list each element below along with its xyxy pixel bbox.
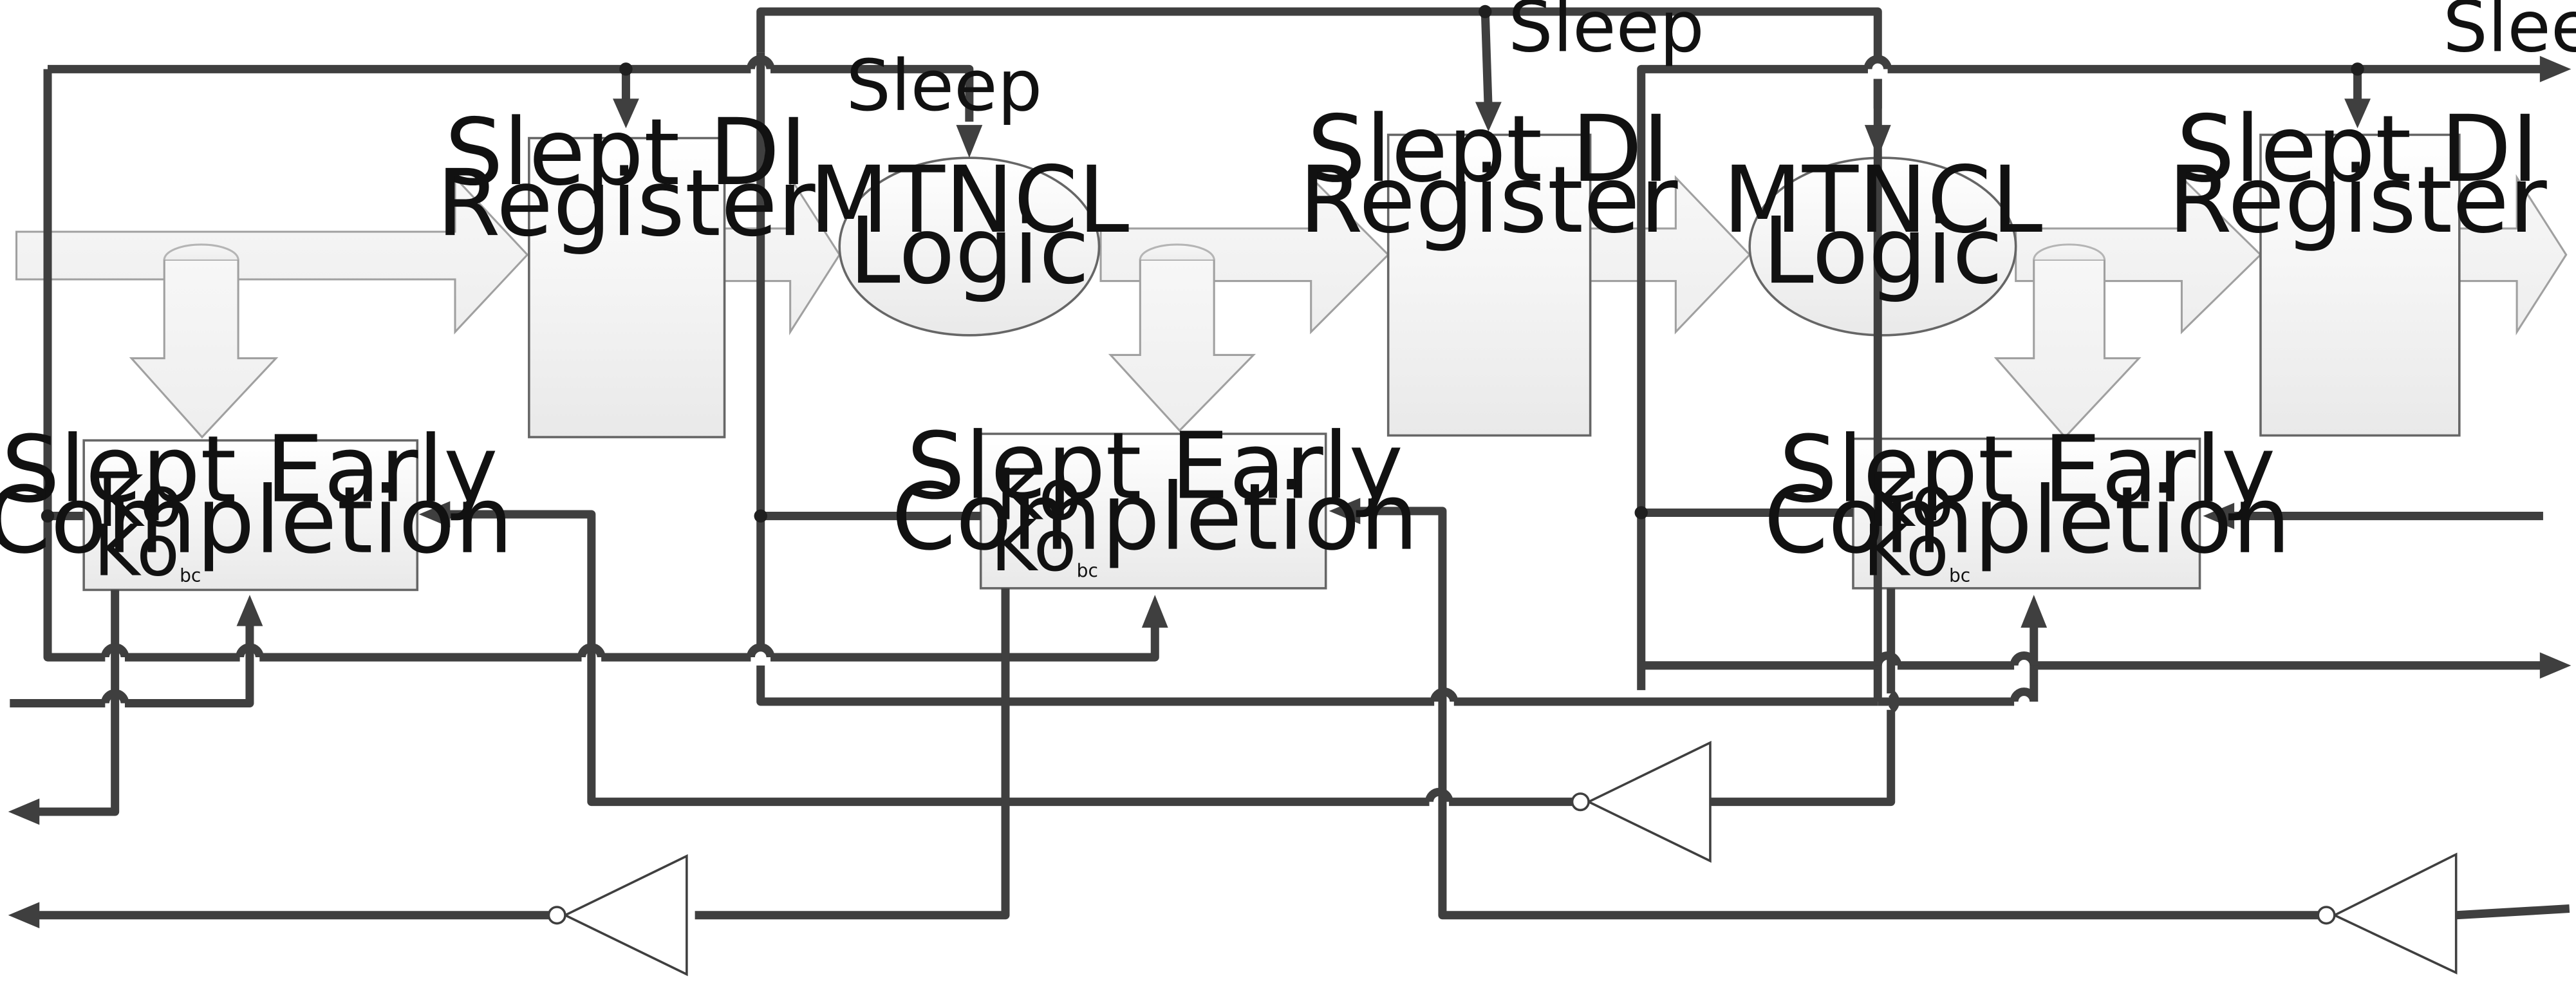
completion-3-port-kobc: Kobc [1863, 509, 1970, 592]
wire-left-loop [43, 69, 1159, 662]
register-2-line2: Register [1299, 146, 1678, 254]
arrow-bottom-out [8, 902, 40, 929]
register-1 [528, 136, 726, 438]
blocks [82, 133, 2461, 592]
register-3-line1: Slept DI [2176, 95, 2539, 203]
arrow-comp3-in [2203, 503, 2235, 529]
completion-1-line1: Slept Early [1, 416, 498, 523]
arrow-comp2-in [1329, 498, 1361, 525]
data-bus [15, 174, 2568, 439]
completion-3 [1852, 437, 2201, 590]
wire-sleep-right [1637, 64, 2547, 691]
bus-arrow-reg2-to-logic2 [1589, 174, 1751, 335]
arrowheads [8, 55, 2571, 929]
bus-arrow-logic1-to-reg2 [1099, 175, 1390, 335]
wire-kobc3 [1710, 588, 1896, 807]
inverter-mid-bubble [1571, 792, 1590, 812]
logic-1-line2: Logic [849, 197, 1090, 304]
wire-comp2-in [1350, 507, 2319, 920]
bus-tap-1-ellipse [163, 243, 239, 260]
register-3 [2259, 133, 2461, 437]
wires [10, 7, 2570, 920]
arrow-logic1-sleep [956, 125, 983, 158]
register-labels: Slept DI Register Slept DI Register Slep… [436, 95, 2547, 257]
completion-3-port-ko: Ko [1868, 460, 1954, 543]
bus-arrow-reg1-to-logic1 [723, 174, 841, 335]
completion-2 [979, 433, 1327, 590]
register-2 [1386, 133, 1592, 437]
wire-kobc2-out [695, 588, 1010, 920]
completion-2-port-kobc: Kobc [991, 505, 1098, 587]
completion-2-port-ko: Ko [996, 454, 1082, 536]
logic-2-line2: Logic [1762, 197, 2003, 304]
arrow-reg3-sleep [2344, 98, 2371, 129]
wire-crossings [100, 55, 2039, 803]
wire-sleep-left [48, 64, 974, 122]
logic-2 [1748, 156, 2017, 337]
completion-1-port-kobc: Kobc [93, 509, 201, 592]
wire-sleep-reg2-drop [1480, 11, 1493, 112]
arrow-sleep-out [2539, 55, 2571, 82]
wire-kobc1-out [33, 590, 120, 816]
wire-bottom-right-in [2456, 904, 2570, 920]
sleep-labels: Sleep Sleep Sleep [846, 0, 2576, 127]
inverter-bottom-right [2331, 852, 2458, 975]
arrow-comp2-up [1141, 595, 1168, 628]
sleep-label-3: Sleep [2443, 0, 2576, 68]
arrow-right-out [2539, 652, 2571, 679]
completion-3-line1: Slept Early [1779, 416, 2275, 523]
arrow-comp3-up [2021, 595, 2048, 628]
bus-tap-1 [129, 258, 279, 439]
inverters [547, 740, 2458, 976]
arrow-comp1-in [418, 501, 451, 528]
sleep-label-1: Sleep [846, 44, 1042, 127]
wire-comp1-in [442, 510, 1573, 807]
wire-mid-loop-cross [1878, 614, 2039, 706]
completion-2-line1: Slept Early [907, 412, 1403, 519]
bus-tap-3-ellipse [2033, 243, 2106, 260]
arrow-logic2-sleep [1864, 125, 1891, 158]
completion-2-line2: Completion [891, 463, 1419, 571]
logic-2-line1: MTNCL [1722, 146, 2042, 254]
completion-3-line2: Completion [1764, 467, 2291, 574]
junction-dots [41, 5, 2364, 523]
arrow-kobc1-out [8, 798, 40, 825]
wire-mid-loop [756, 52, 1882, 706]
register-1-line2: Register [436, 149, 816, 257]
completion-1 [82, 439, 419, 592]
sleep-label-2: Sleep [1508, 0, 1704, 68]
inverter-bottom-right-bubble [2317, 906, 2336, 925]
arrow-reg2-sleep [1475, 102, 1502, 132]
logic-1-line1: MTNCL [809, 146, 1129, 254]
bus-arrow-output [2458, 174, 2568, 335]
bus-arrow-input [15, 174, 529, 335]
register-2-line1: Slept DI [1307, 95, 1670, 203]
inverter-mid [1585, 740, 1712, 863]
bus-tap-3 [1993, 258, 2142, 439]
bus-tap-2 [1108, 258, 1256, 433]
inverter-bottom-left-bubble [547, 906, 566, 925]
inverter-bottom-left [562, 854, 688, 976]
arrow-reg1-sleep [613, 98, 639, 129]
register-3-line2: Register [2168, 146, 2547, 254]
completion-1-line2: Completion [0, 467, 513, 574]
arrow-comp1-up [236, 595, 263, 626]
bus-tap-2-ellipse [1139, 243, 1215, 260]
completion-labels: Slept Early Completion Ko Kobc Slept Ear… [0, 412, 2291, 592]
completion-1-port-ko: Ko [97, 460, 183, 543]
register-1-line1: Slept DI [445, 98, 807, 206]
logic-labels: MTNCL Logic MTNCL Logic [809, 146, 2042, 304]
